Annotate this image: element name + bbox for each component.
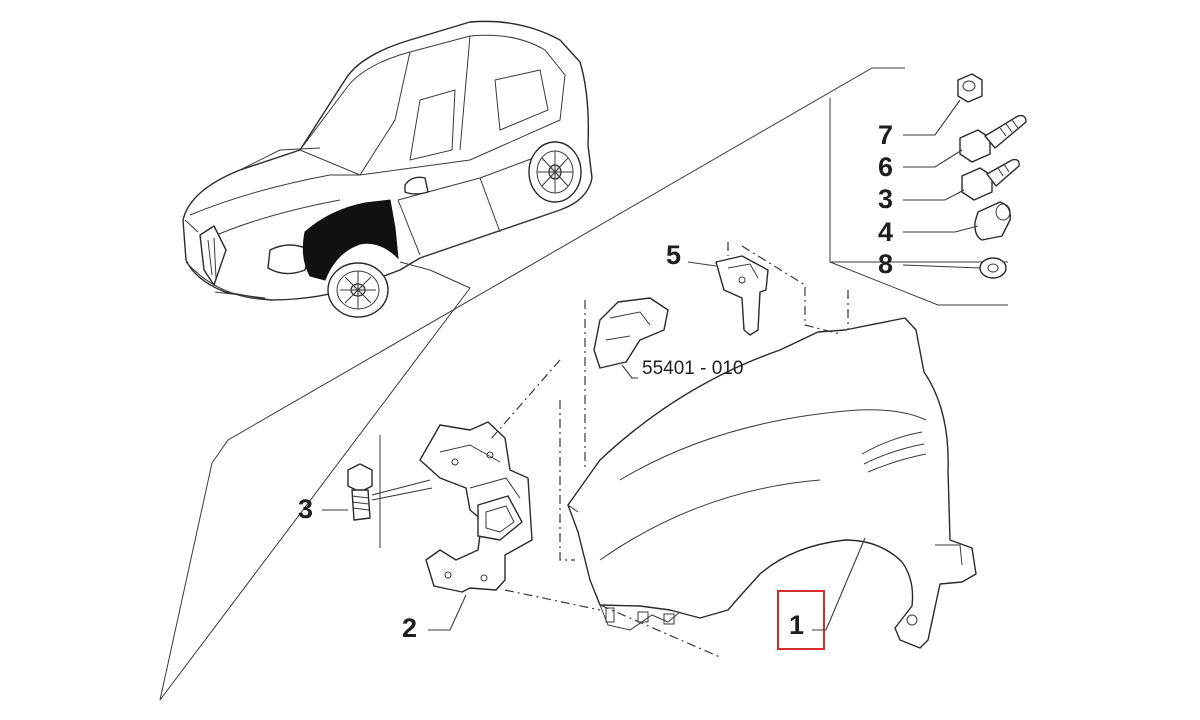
car-fender-highlight — [302, 199, 399, 281]
callout-1-leader — [812, 537, 866, 631]
bolt-3 — [961, 158, 1020, 201]
callout-5: 5 — [666, 240, 681, 270]
fastener-group — [902, 73, 1027, 279]
callout-labels: 7 6 3 4 8 5 3 2 1 55401 - 010 — [298, 120, 893, 643]
bracket-55401-010 — [593, 297, 669, 379]
fender-1 — [567, 317, 977, 649]
car-illustration — [182, 20, 593, 318]
highlight-box — [777, 590, 825, 650]
bracket-2 — [419, 421, 533, 631]
bracket-5 — [687, 255, 769, 336]
callout-4: 4 — [878, 217, 893, 247]
bolt-3-left — [322, 463, 433, 521]
callout-3-top: 3 — [878, 184, 893, 214]
spacer-4 — [974, 201, 1011, 241]
bolt-6 — [959, 114, 1027, 163]
nut-7 — [957, 73, 983, 103]
callout-1: 1 — [789, 610, 804, 640]
reference-label: 55401 - 010 — [642, 358, 743, 379]
perspective-frame — [159, 67, 1008, 701]
callout-8: 8 — [878, 249, 893, 279]
callout-3-left: 3 — [298, 494, 313, 524]
callout-7: 7 — [878, 120, 893, 150]
callout-2: 2 — [402, 613, 417, 643]
assembly-lines — [489, 242, 849, 659]
washer-8 — [979, 257, 1007, 279]
callout-6: 6 — [878, 152, 893, 182]
